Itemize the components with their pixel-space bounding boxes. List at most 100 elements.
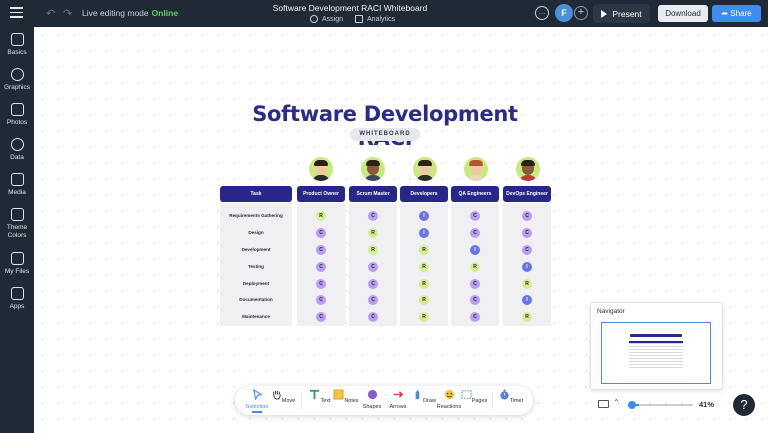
raci-cell[interactable]: C xyxy=(316,312,326,322)
column-header[interactable]: QA Engineers xyxy=(451,186,499,202)
document-title[interactable]: Software Development RACI Whiteboard xyxy=(272,3,428,13)
sidebar-item-graphics[interactable]: Graphics xyxy=(0,68,34,92)
raci-cell[interactable]: C xyxy=(368,312,378,322)
whiteboard-title[interactable]: Software Development RACI xyxy=(252,102,518,150)
menu-icon[interactable] xyxy=(10,7,23,19)
share-button[interactable]: ➦ Share xyxy=(712,5,761,22)
raci-cell[interactable]: C xyxy=(470,228,480,238)
tool-text[interactable]: Text xyxy=(306,389,334,404)
raci-cell[interactable]: R xyxy=(419,312,429,322)
devops-engineer-avatar[interactable] xyxy=(516,157,540,181)
navigator-viewport[interactable] xyxy=(601,322,711,384)
task-label[interactable]: Development xyxy=(241,247,271,252)
column-header[interactable]: Product Owner xyxy=(297,186,345,202)
tool-timer[interactable]: Timer xyxy=(497,389,525,404)
assign-link[interactable]: Assign xyxy=(310,15,343,23)
add-collaborator-icon[interactable]: + xyxy=(574,6,588,20)
zoom-slider-handle[interactable] xyxy=(628,401,636,409)
raci-cell[interactable]: R xyxy=(419,245,429,255)
task-label[interactable]: Maintenance xyxy=(242,314,270,319)
raci-cell[interactable]: C xyxy=(522,245,532,255)
apps-icon xyxy=(10,287,24,300)
task-label[interactable]: Testing xyxy=(248,264,264,269)
task-label[interactable]: Requirements Gathering xyxy=(229,213,283,218)
raci-cell[interactable]: C xyxy=(368,262,378,272)
tool-selection[interactable]: Selection xyxy=(243,388,271,413)
tool-label: Pages xyxy=(471,398,488,404)
raci-cell[interactable]: C xyxy=(522,211,532,221)
sidebar-item-label: My Files xyxy=(4,268,30,275)
raci-cell[interactable]: C xyxy=(470,211,480,221)
analytics-link[interactable]: Analytics xyxy=(355,15,395,23)
sidebar-item-apps[interactable]: Apps xyxy=(0,287,34,311)
sidebar-item-label: Graphics xyxy=(3,84,30,91)
undo-icon[interactable]: ↶ xyxy=(46,8,56,20)
raci-cell[interactable]: C xyxy=(316,245,326,255)
task-label[interactable]: Deployment xyxy=(242,281,270,286)
whiteboard-badge[interactable]: WHITEBOARD xyxy=(350,128,420,141)
analytics-icon xyxy=(355,15,364,23)
raci-cell[interactable]: C xyxy=(470,295,480,305)
raci-cell[interactable]: C xyxy=(368,295,378,305)
tool-shapes[interactable]: Shapes xyxy=(358,389,386,410)
present-button[interactable]: Present xyxy=(593,4,650,23)
raci-cell[interactable]: C xyxy=(470,312,480,322)
raci-cell[interactable]: I xyxy=(419,211,429,221)
chevron-up-icon[interactable]: ⌃ xyxy=(613,398,620,407)
developers-avatar[interactable] xyxy=(413,157,437,181)
raci-cell[interactable]: R xyxy=(316,211,326,221)
column-header[interactable]: DevOps Engineer xyxy=(503,186,551,202)
raci-cell[interactable]: C xyxy=(316,279,326,289)
raci-cell[interactable]: R xyxy=(368,245,378,255)
sidebar-item-data[interactable]: Data xyxy=(0,138,34,162)
column-header[interactable]: Developers xyxy=(400,186,448,202)
sidebar-item-label: Theme xyxy=(6,224,28,231)
tool-reactions[interactable]: Reactions xyxy=(435,389,463,410)
comment-icon[interactable]: … xyxy=(535,6,549,20)
scrum-master-avatar[interactable] xyxy=(361,157,385,181)
raci-cell[interactable]: C xyxy=(316,228,326,238)
zoom-slider[interactable] xyxy=(631,404,693,406)
raci-cell[interactable]: I xyxy=(470,245,480,255)
raci-cell[interactable]: C xyxy=(316,262,326,272)
raci-cell[interactable]: R xyxy=(419,262,429,272)
task-label[interactable]: Design xyxy=(248,230,264,235)
raci-cell[interactable]: C xyxy=(470,279,480,289)
raci-cell[interactable]: R xyxy=(522,312,532,322)
product-owner-avatar[interactable] xyxy=(309,157,333,181)
raci-cell[interactable]: C xyxy=(368,211,378,221)
raci-cell[interactable]: I xyxy=(522,262,532,272)
tool-move[interactable]: Move xyxy=(269,389,297,404)
raci-cell[interactable]: R xyxy=(470,262,480,272)
sidebar-item-photos[interactable]: Photos xyxy=(0,103,34,127)
tool-arrows[interactable]: Arrows xyxy=(384,389,412,410)
sidebar-item-label: Photos xyxy=(6,119,28,126)
raci-cell[interactable]: I xyxy=(419,228,429,238)
raci-cell[interactable]: R xyxy=(419,279,429,289)
help-button[interactable]: ? xyxy=(733,394,755,416)
redo-icon[interactable]: ↷ xyxy=(63,8,73,20)
sidebar-item-media[interactable]: Media xyxy=(0,173,34,197)
raci-cell[interactable]: I xyxy=(522,295,532,305)
download-button[interactable]: Download xyxy=(658,5,708,22)
column-header[interactable]: Scrum Master xyxy=(349,186,397,202)
raci-cell[interactable]: R xyxy=(368,228,378,238)
tool-pages[interactable]: Pages xyxy=(460,389,488,404)
raci-cell[interactable]: R xyxy=(419,295,429,305)
fit-frame-icon[interactable] xyxy=(598,400,609,408)
tool-notes[interactable]: Notes xyxy=(332,389,360,404)
qa-engineers-avatar[interactable] xyxy=(464,157,488,181)
raci-cell[interactable]: R xyxy=(522,279,532,289)
task-label[interactable]: Documentation xyxy=(239,297,273,302)
column-header[interactable]: Task xyxy=(220,186,292,202)
tool-draw[interactable]: Draw xyxy=(410,389,438,404)
sidebar-item-basics[interactable]: Basics xyxy=(0,33,34,57)
sidebar-item-label: Data xyxy=(10,154,24,161)
chart-icon xyxy=(10,138,24,151)
raci-cell[interactable]: C xyxy=(316,295,326,305)
sidebar-item-my-files[interactable]: My Files xyxy=(0,252,34,276)
user-avatar[interactable]: F xyxy=(555,4,573,22)
raci-cell[interactable]: C xyxy=(368,279,378,289)
raci-cell[interactable]: C xyxy=(522,228,532,238)
